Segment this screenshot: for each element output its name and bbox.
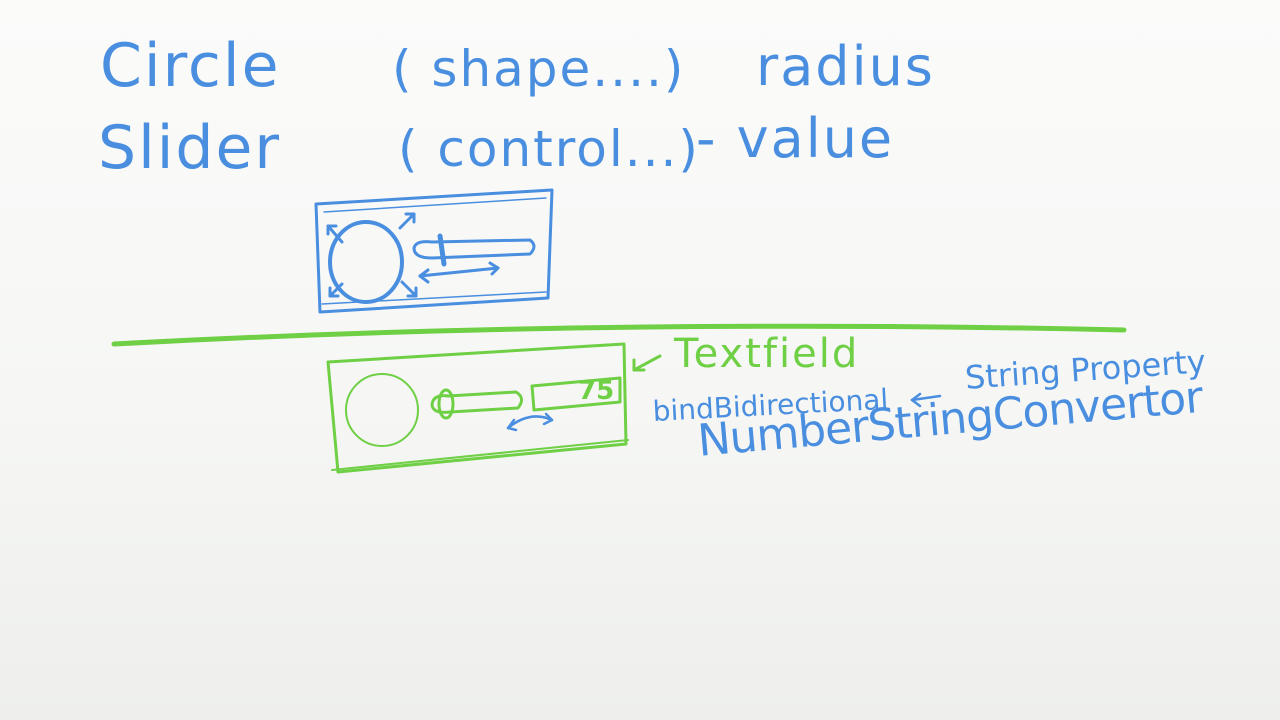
blue-app-sketch: [314, 188, 554, 314]
green-textfield-sketch: [530, 376, 622, 412]
blue-circle-sketch: [328, 220, 404, 304]
green-slider-sketch: [430, 390, 523, 414]
property-arrow: [910, 394, 942, 402]
textfield-label: Textfield: [674, 331, 860, 377]
green-circle-sketch: [345, 373, 419, 447]
green-divider-line: [111, 323, 1127, 347]
shape-type-label: ( shape....): [392, 40, 686, 98]
radius-label: radius: [756, 35, 935, 98]
value-label: - value: [696, 107, 895, 170]
blue-slider-sketch: [412, 238, 536, 260]
slider-label: Slider: [98, 113, 282, 183]
circle-label: Circle: [100, 31, 281, 101]
green-app-sketch: [326, 342, 662, 474]
textfield-value: 75: [578, 376, 615, 406]
binding-arrow: [506, 415, 554, 430]
control-type-label: ( control...): [398, 120, 700, 178]
